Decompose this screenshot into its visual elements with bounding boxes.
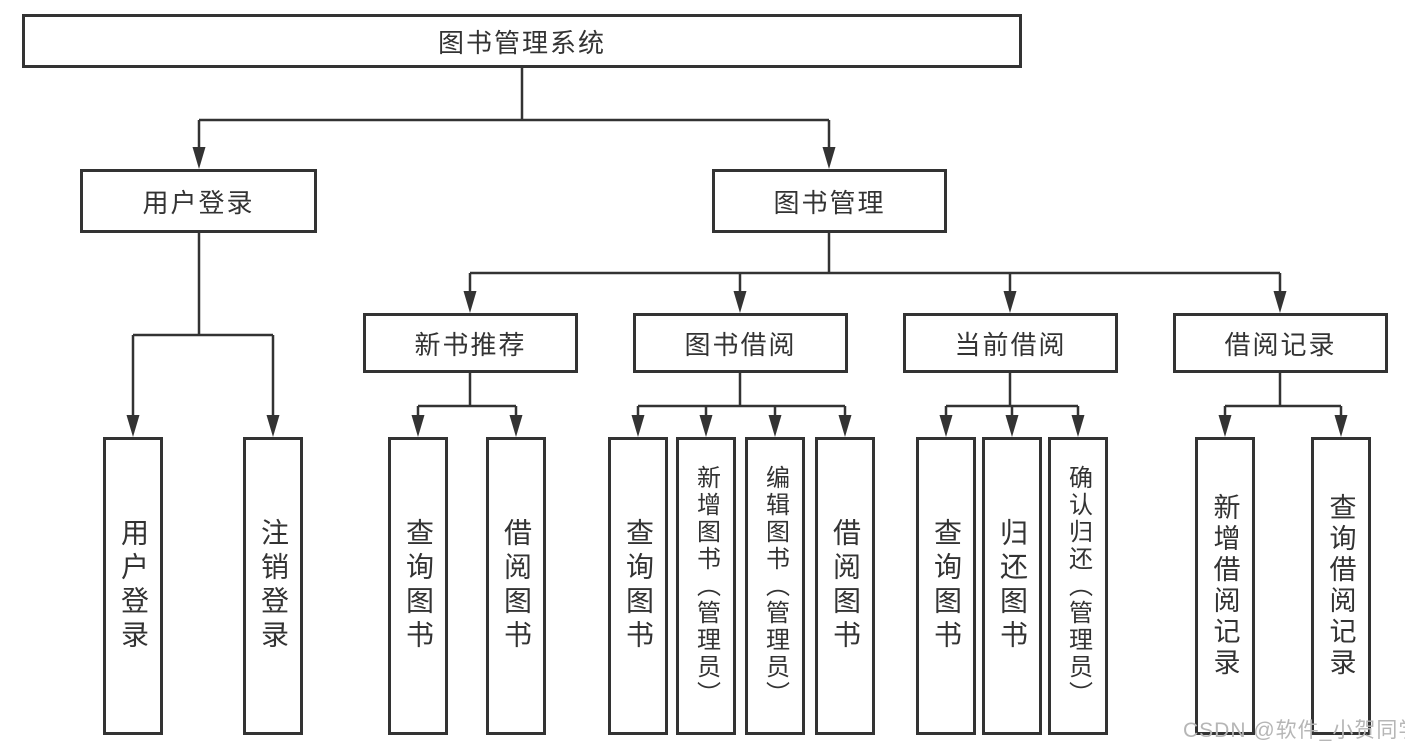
node-label: 用户登录 [118, 518, 149, 654]
node-label: 新增借阅记录 [1209, 493, 1240, 679]
node-label: 编辑图书（管理员） [761, 464, 789, 708]
node-label: 查询图书 [931, 518, 962, 654]
arrowhead-icon [939, 415, 953, 437]
leaf-return-books: 归还图书 [982, 437, 1042, 735]
connector-current-borrowing-children [939, 373, 1085, 437]
arrowhead-icon [822, 147, 836, 169]
leaf-logout: 注销登录 [243, 437, 303, 735]
leaf-borrow-books-borrowing: 借阅图书 [815, 437, 875, 735]
arrowhead-icon [463, 291, 477, 313]
connector-line [944, 373, 1080, 420]
leaf-query-books-current: 查询图书 [916, 437, 976, 735]
arrowhead-icon [126, 415, 140, 437]
node-label: 借阅图书 [501, 518, 532, 654]
arrowhead-icon [509, 415, 523, 437]
arrowhead-icon [266, 415, 280, 437]
connector-line [468, 233, 1282, 296]
arrowhead-icon [1334, 415, 1348, 437]
connector-root-to-level2 [192, 68, 836, 169]
node-library-management-system: 图书管理系统 [22, 14, 1022, 68]
node-label: 新书推荐 [414, 329, 527, 360]
connector-line [131, 233, 275, 420]
leaf-query-books-borrowing: 查询图书 [608, 437, 668, 735]
node-label: 图书借阅 [684, 329, 797, 360]
arrowhead-icon [838, 415, 852, 437]
node-label: 借阅记录 [1224, 329, 1337, 360]
node-label: 图书管理系统 [437, 27, 606, 58]
node-book-management: 图书管理 [712, 169, 947, 233]
leaf-confirm-return-admin: 确认归还（管理员） [1048, 437, 1108, 735]
node-label: 借阅图书 [830, 518, 861, 654]
leaf-borrow-books-recommend: 借阅图书 [486, 437, 546, 735]
leaf-edit-book-admin: 编辑图书（管理员） [745, 437, 805, 735]
arrowhead-icon [631, 415, 645, 437]
node-label: 确认归还（管理员） [1064, 464, 1092, 708]
connector-line [416, 373, 518, 420]
node-label: 查询图书 [403, 518, 434, 654]
node-label: 查询图书 [623, 518, 654, 654]
arrowhead-icon [1218, 415, 1232, 437]
arrowhead-icon [411, 415, 425, 437]
node-new-book-recommendation: 新书推荐 [363, 313, 578, 373]
watermark-text: CSDN @软件_小贺同学 [1183, 719, 1405, 742]
leaf-add-borrow-record: 新增借阅记录 [1195, 437, 1255, 735]
node-label: 当前借阅 [954, 329, 1067, 360]
node-label: 归还图书 [997, 518, 1028, 654]
connector-new-book-recommendation-children [411, 373, 523, 437]
leaf-add-book-admin: 新增图书（管理员） [676, 437, 736, 735]
arrowhead-icon [699, 415, 713, 437]
node-label: 图书管理 [773, 187, 886, 218]
arrowhead-icon [1003, 291, 1017, 313]
node-label: 注销登录 [258, 518, 289, 654]
leaf-query-borrow-record: 查询借阅记录 [1311, 437, 1371, 735]
connector-book-borrowing-children [631, 373, 852, 437]
node-label: 新增图书（管理员） [692, 464, 720, 708]
connector-line [636, 373, 847, 420]
arrowhead-icon [768, 415, 782, 437]
leaf-query-books-recommend: 查询图书 [388, 437, 448, 735]
connector-book-management-children [463, 233, 1287, 313]
arrowhead-icon [1071, 415, 1085, 437]
leaf-user-login: 用户登录 [103, 437, 163, 735]
arrowhead-icon [192, 147, 206, 169]
connector-user-login-children [126, 233, 280, 437]
connector-line [197, 68, 831, 152]
node-label: 查询借阅记录 [1325, 493, 1356, 679]
node-label: 用户登录 [142, 187, 255, 218]
arrowhead-icon [733, 291, 747, 313]
node-current-borrowing: 当前借阅 [903, 313, 1118, 373]
arrowhead-icon [1273, 291, 1287, 313]
node-user-login: 用户登录 [80, 169, 317, 233]
arrowhead-icon [1005, 415, 1019, 437]
connector-borrowing-records-children [1218, 373, 1348, 437]
node-book-borrowing: 图书借阅 [633, 313, 848, 373]
connector-line [1223, 373, 1343, 420]
node-borrowing-records: 借阅记录 [1173, 313, 1388, 373]
